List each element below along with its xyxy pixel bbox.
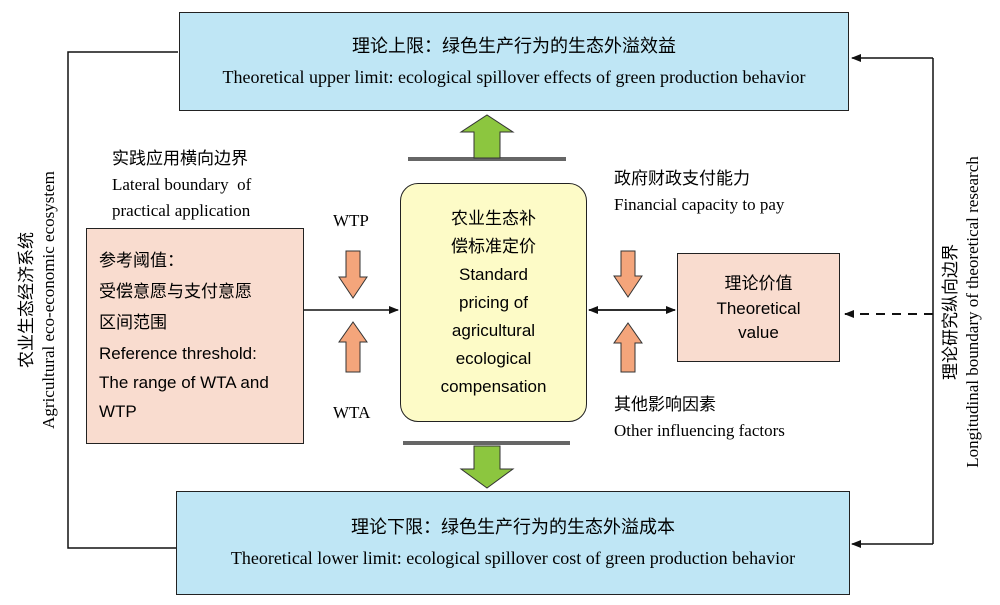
left-vertical-label: 农业生态经济系统 Agricultural eco-economic ecosy… [16,100,60,500]
other-factors-cn: 其他影响因素 [614,395,716,415]
right-vertical-en: Longitudinal boundary of theoretical res… [963,156,982,468]
reference-threshold-box: 参考阈值： 受偿意愿与支付意愿 区间范围 Reference threshold… [86,228,304,444]
upper-limit-cn-text: 理论上限：绿色生产行为的生态外溢效益 [352,35,676,57]
reference-en-2: The range of WTA and [99,373,269,392]
reference-cn-1: 参考阈值： [99,251,184,271]
right-vertical-cn: 理论研究纵向边界 [941,244,961,380]
theoretical-value-en-1: Theoretical [716,298,801,318]
lateral-boundary-label: 实践应用横向边界 Lateral boundary of practical a… [112,146,251,224]
other-factors-label: 其他影响因素 Other influencing factors [614,392,785,444]
center-en-3: agricultural [451,320,536,340]
lateral-boundary-cn: 实践应用横向边界 [112,149,248,169]
financial-capacity-label: 政府财政支付能力 Financial capacity to pay [614,166,784,218]
theoretical-upper-limit-box: 理论上限：绿色生产行为的生态外溢效益 Theoretical upper lim… [179,12,849,111]
green-arrow-down [459,445,515,489]
reference-en-3: WTP [99,402,137,421]
wtp-label: WTP [333,211,369,230]
wtp-arrow-down [338,250,368,299]
financial-en: Financial capacity to pay [614,195,785,214]
center-en-4: ecological [455,348,532,368]
center-en-1: Standard [459,264,528,284]
lateral-boundary-en-1: Lateral boundary of [112,175,252,194]
theoretical-lower-limit-box: 理论下限：绿色生产行为的生态外溢成本 Theoretical lower lim… [176,491,850,595]
theoretical-value-en-2: value [738,322,779,342]
theoretical-value-box: 理论价值 Theoretical value [677,253,840,362]
reference-en-1: Reference threshold: [99,344,257,363]
lateral-boundary-en-2: practical application [112,201,251,220]
financial-arrow-down [613,250,643,298]
reference-cn-2: 受偿意愿与支付意愿 [99,282,252,302]
standard-pricing-box: 农业生态补 偿标准定价 Standard pricing of agricult… [400,183,587,422]
left-vertical-en: Agricultural eco-economic ecosystem [39,171,58,429]
wta-label: WTA [333,403,371,422]
center-cn-2: 偿标准定价 [451,236,536,257]
wta-arrow-up [338,321,368,373]
lower-limit-cn-text: 理论下限：绿色生产行为的生态外溢成本 [351,517,675,538]
theoretical-value-cn: 理论价值 [724,273,793,294]
upper-limit-en-text: Theoretical upper limit: ecological spil… [222,66,806,87]
center-cn-1: 农业生态补 [451,208,536,229]
right-vertical-label: 理论研究纵向边界 Longitudinal boundary of theore… [940,112,984,512]
lower-limit-en-text: Theoretical lower limit: ecological spil… [230,548,796,568]
other-factors-en: Other influencing factors [614,421,785,440]
center-en-2: pricing of [459,292,528,312]
financial-cn: 政府财政支付能力 [614,169,750,189]
left-vertical-cn: 农业生态经济系统 [17,232,37,368]
other-factors-arrow-up [613,322,643,373]
left-system-bracket [67,51,178,549]
reference-cn-3: 区间范围 [99,313,167,333]
center-en-5: compensation [440,376,547,396]
green-arrow-up [459,114,515,159]
